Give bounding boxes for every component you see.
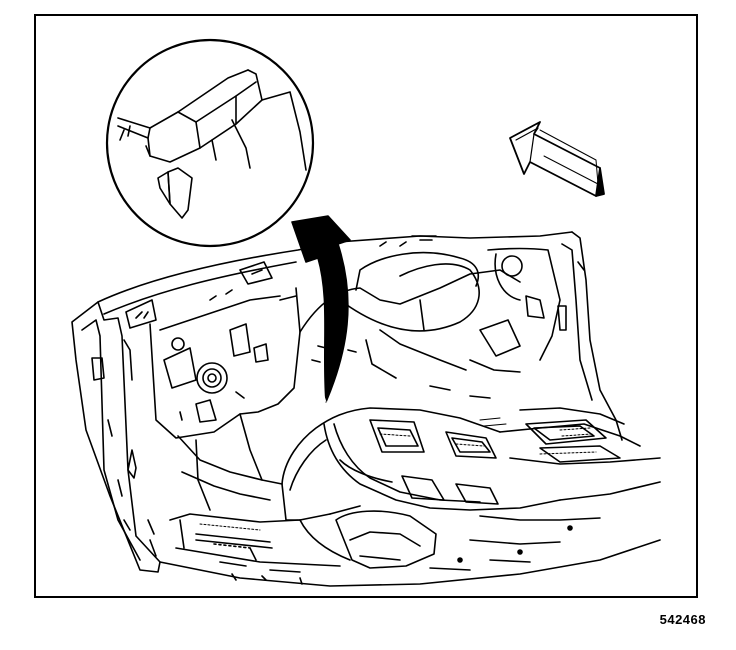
- removal-arrow: [291, 215, 351, 403]
- figure-number: 542468: [659, 612, 706, 627]
- detail-inset: [105, 38, 315, 248]
- vehicle-body-shell: [71, 231, 661, 587]
- forward-direction-arrow: [509, 121, 605, 197]
- shading-strokes: [199, 417, 597, 531]
